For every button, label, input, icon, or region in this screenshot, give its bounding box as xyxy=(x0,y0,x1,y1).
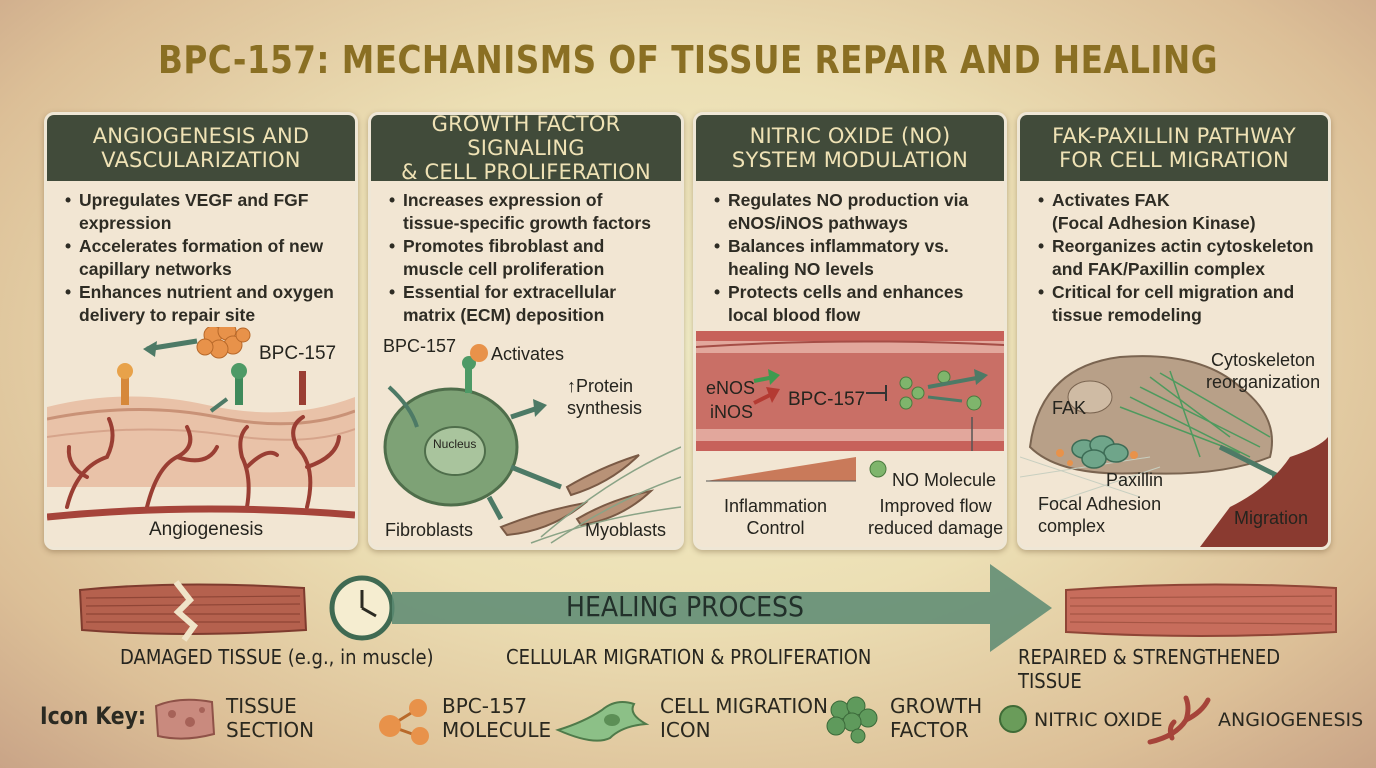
nitric-oxide-icon xyxy=(869,460,887,478)
panel-growth-factor: GROWTH FACTOR SIGNALING & CELL PROLIFERA… xyxy=(368,112,684,550)
bullet-item: Upregulates VEGF and FGF expression xyxy=(65,189,345,235)
nitric-oxide-icon xyxy=(899,370,982,411)
cell-migration-icon xyxy=(555,701,650,742)
bullet-item: Critical for cell migration and tissue r… xyxy=(1038,281,1318,327)
fibroblast-cells xyxy=(499,454,655,537)
bullet-list: Regulates NO production via eNOS/iNOS pa… xyxy=(696,181,1004,327)
key-label: ANGIOGENESIS xyxy=(1218,709,1364,731)
panel-heading: ANGIOGENESIS AND VASCULARIZATION xyxy=(47,115,355,181)
bullet-item: Increases expression of tissue-specific … xyxy=(389,189,671,235)
bullet-list: Upregulates VEGF and FGF expression Acce… xyxy=(47,181,355,327)
angiogenesis-icon xyxy=(1147,695,1211,745)
bpc157-label: BPC-157 xyxy=(259,343,337,364)
fibroblasts-label: Fibroblasts xyxy=(385,520,474,540)
growth-factor-icon xyxy=(826,696,878,744)
key-label: CELL MIGRATION ICON xyxy=(660,694,828,742)
bullet-item: Essential for extracellular matrix (ECM)… xyxy=(389,281,671,327)
key-label: NITRIC OXIDE xyxy=(1034,709,1163,731)
bpc157-label: BPC-157 xyxy=(383,336,457,356)
inos-label: iNOS xyxy=(710,402,754,422)
nucleus xyxy=(424,426,486,476)
healing-process-diagram xyxy=(78,564,1337,652)
bullet-item: Balances inflammatory vs. healing NO lev… xyxy=(714,235,994,281)
key-label: BPC-157 MOLECULE xyxy=(442,694,552,742)
panel-nitric-oxide: NITRIC OXIDE (NO) SYSTEM MODULATION Regu… xyxy=(693,112,1007,550)
no-molecule-label: NO Molecule xyxy=(892,470,997,490)
bullet-item: Activates FAK (Focal Adhesion Kinase) xyxy=(1038,189,1318,235)
myoblasts-label: Myoblasts xyxy=(585,520,667,540)
bullet-item: Promotes fibroblast and muscle cell prol… xyxy=(389,235,671,281)
bpc157-molecule-icon xyxy=(379,699,429,745)
damaged-tissue-icon xyxy=(78,580,308,642)
icon-key-title: Icon Key: xyxy=(40,702,147,730)
protein-synthesis-label: ↑Protein synthesis xyxy=(567,376,643,418)
panel-heading: NITRIC OXIDE (NO) SYSTEM MODULATION xyxy=(696,115,1004,181)
activates-label: Activates xyxy=(491,344,565,364)
clock-icon xyxy=(329,575,395,641)
enos-label: eNOS xyxy=(706,378,756,398)
healing-arrow xyxy=(392,564,1052,652)
panel-fak-paxillin: FAK-PAXILLIN PATHWAY FOR CELL MIGRATION … xyxy=(1017,112,1331,550)
focal-adhesion-label: Focal Adhesion complex xyxy=(1038,494,1162,536)
panel-heading: GROWTH FACTOR SIGNALING & CELL PROLIFERA… xyxy=(371,115,681,184)
fak-label: FAK xyxy=(1052,398,1087,418)
inflammation-control-label: Inflammation Control xyxy=(724,496,828,538)
receptor-icon xyxy=(462,356,476,393)
tissue-section-icon xyxy=(154,698,216,740)
panel-heading: FAK-PAXILLIN PATHWAY FOR CELL MIGRATION xyxy=(1020,115,1328,181)
bullet-list: Increases expression of tissue-specific … xyxy=(371,181,681,327)
healing-process-label: HEALING PROCESS xyxy=(566,590,805,623)
icon-key: Icon Key: TISSUE SECTION BPC-157 MOLECUL… xyxy=(0,686,1376,756)
cell-proliferation-illustration xyxy=(383,344,681,544)
bpc157-molecule-icon xyxy=(470,344,488,362)
cytoskeleton-label: Cytoskeleton reorganization xyxy=(1206,350,1321,392)
page-title: BPC-157: MECHANISMS OF TISSUE REPAIR AND… xyxy=(158,38,1218,82)
improved-flow-label: Improved flow reduced damage xyxy=(868,496,1004,538)
bullet-item: Reorganizes actin cytoskeleton and FAK/P… xyxy=(1038,235,1318,281)
cell-migration-illustration xyxy=(1020,355,1328,547)
panel-angiogenesis: ANGIOGENESIS AND VASCULARIZATION Upregul… xyxy=(44,112,358,550)
repaired-tissue-label: REPAIRED & STRENGTHENED TISSUE xyxy=(1018,645,1281,693)
bullet-item: Accelerates formation of new capillary n… xyxy=(65,235,345,281)
damaged-tissue-label: DAMAGED TISSUE (e.g., in muscle) xyxy=(120,645,434,669)
bullet-list: Activates FAK (Focal Adhesion Kinase) Re… xyxy=(1020,181,1328,327)
bullet-item: Protects cells and enhances local blood … xyxy=(714,281,994,327)
receptor-icon xyxy=(117,363,306,405)
migration-label: Migration xyxy=(1234,508,1309,528)
blood-vessel-illustration xyxy=(696,331,1004,482)
bullet-item: Regulates NO production via eNOS/iNOS pa… xyxy=(714,189,994,235)
repaired-tissue-icon xyxy=(1065,583,1337,637)
angiogenesis-illustration xyxy=(47,327,355,521)
fak-complex xyxy=(1071,435,1129,469)
nitric-oxide-icon xyxy=(999,705,1027,733)
key-label: GROWTH FACTOR xyxy=(890,694,983,742)
bpc157-molecule-icon xyxy=(196,327,251,359)
key-label: TISSUE SECTION xyxy=(226,694,315,742)
angiogenesis-caption: Angiogenesis xyxy=(149,519,264,540)
bpc157-label: BPC-157 xyxy=(788,389,866,410)
paxillin-label: Paxillin xyxy=(1106,470,1164,490)
bullet-item: Enhances nutrient and oxygen delivery to… xyxy=(65,281,345,327)
cellular-migration-label: CELLULAR MIGRATION & PROLIFERATION xyxy=(506,645,872,669)
nucleus-label: Nucleus xyxy=(433,437,477,451)
